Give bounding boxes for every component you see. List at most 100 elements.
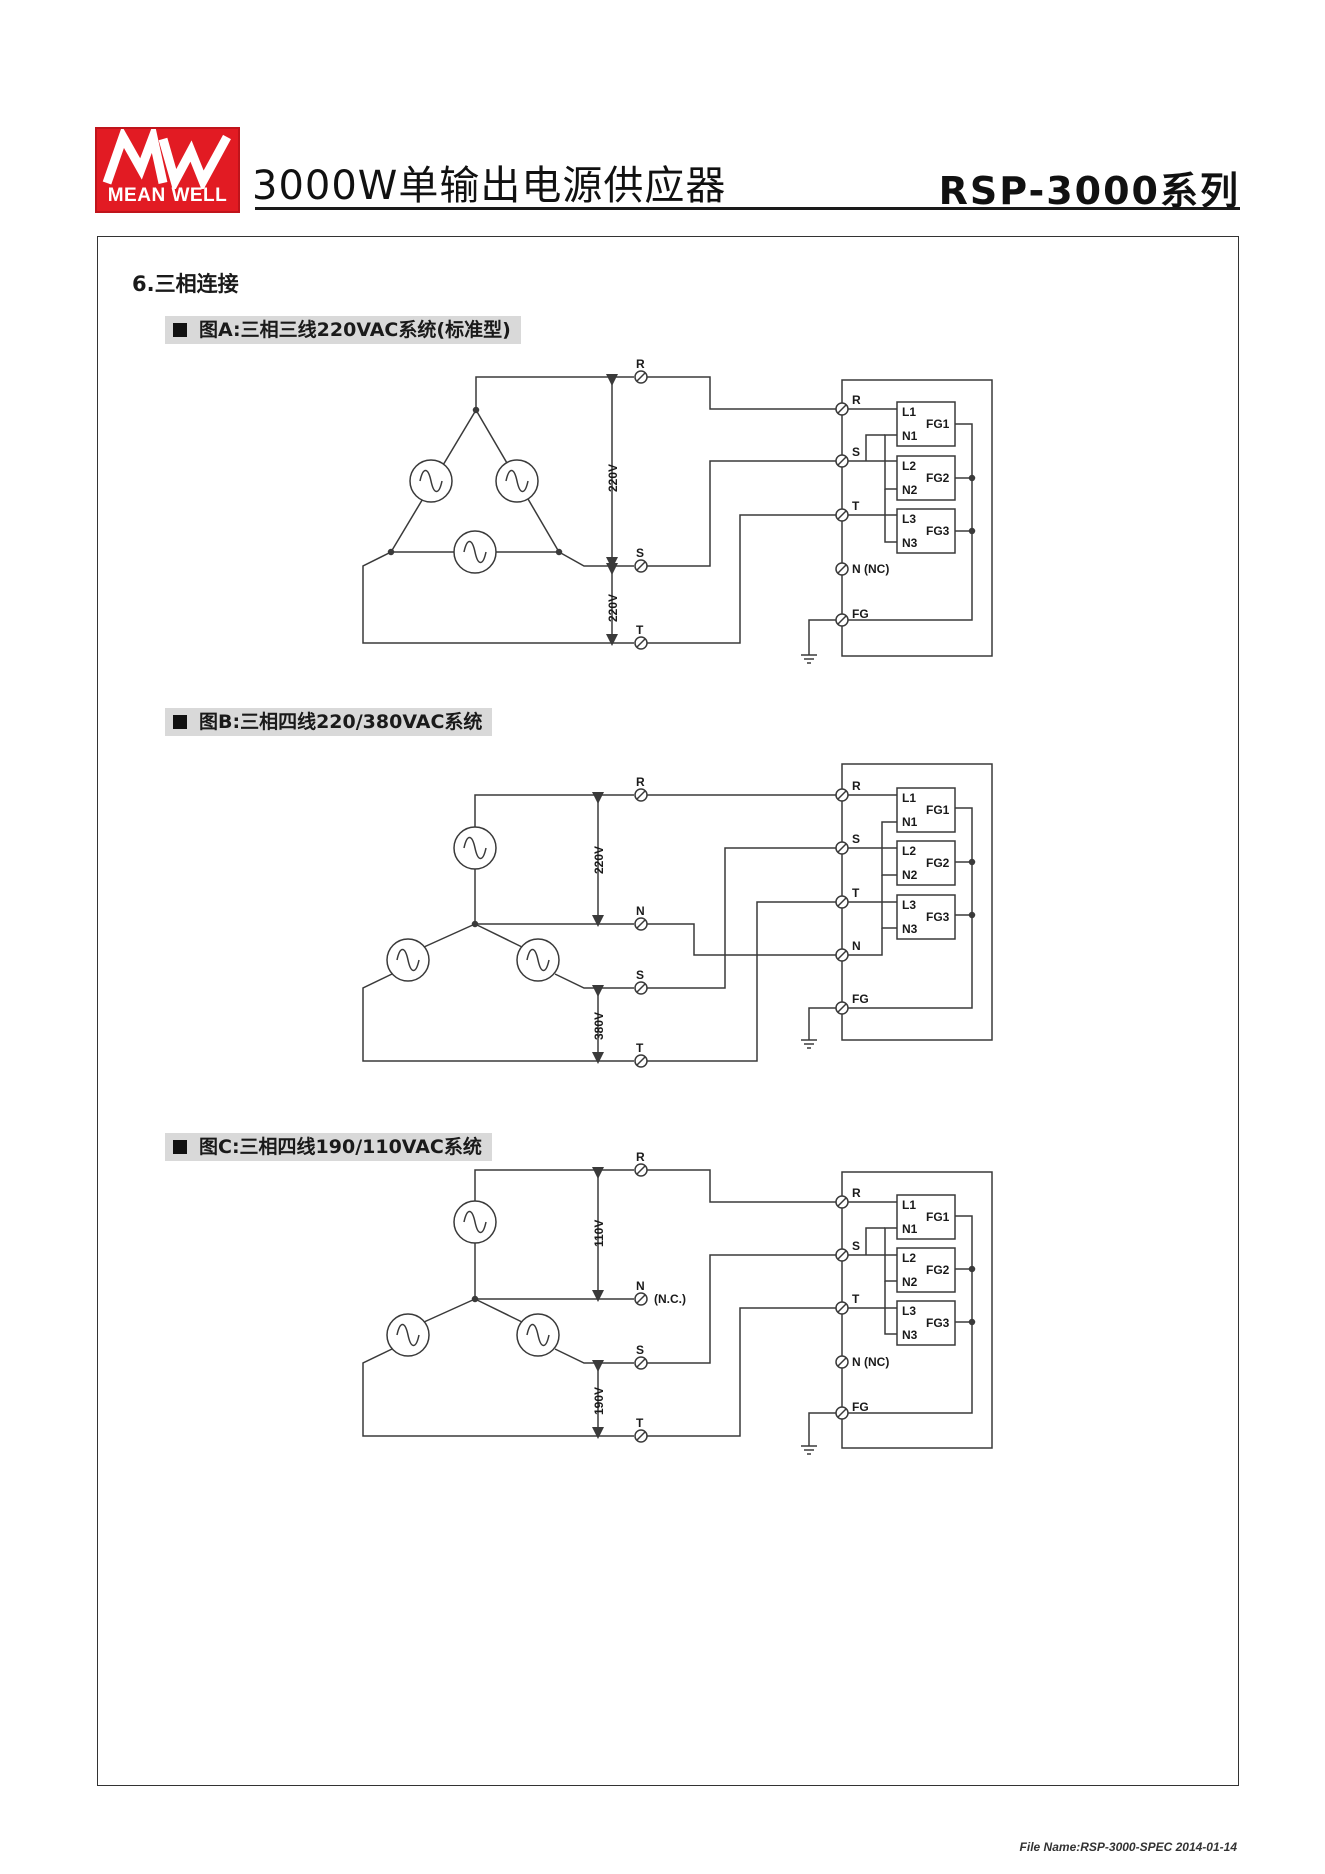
- module-pin-label: L3: [902, 898, 916, 912]
- terminal-icon: [835, 1406, 849, 1420]
- terminal-icon: [835, 1355, 849, 1369]
- line-label-n-note: (N.C.): [654, 1292, 686, 1306]
- line-label-r: R: [636, 1150, 645, 1164]
- section-title: 6.三相连接: [132, 272, 239, 296]
- module-fg-label: FG1: [926, 803, 950, 817]
- module-pin-label: L3: [902, 1304, 916, 1318]
- voltage-label: 380V: [592, 1012, 606, 1040]
- unit-terminal-label: S: [852, 832, 860, 846]
- ac-source-icon: [386, 1313, 430, 1357]
- unit-terminal-label: N (NC): [852, 562, 889, 576]
- terminal-icon: [835, 841, 849, 855]
- unit-terminal-label: FG: [852, 992, 869, 1006]
- module-pin-label: L3: [902, 512, 916, 526]
- unit-terminal-label: T: [852, 1292, 860, 1306]
- terminal-icon: [835, 562, 849, 576]
- module-fg-label: FG2: [926, 471, 950, 485]
- module-pin-label: L2: [902, 459, 916, 473]
- unit-terminal-label: R: [852, 779, 861, 793]
- bullet-square-icon: [173, 1140, 187, 1154]
- unit-terminal-label: R: [852, 1186, 861, 1200]
- content-frame: [97, 236, 1239, 1786]
- line-label-t: T: [636, 1041, 644, 1055]
- module-fg-label: FG1: [926, 1210, 950, 1224]
- unit-terminal-label: FG: [852, 1400, 869, 1414]
- module-pin-label: N1: [902, 1222, 918, 1236]
- terminal-icon: [835, 1001, 849, 1015]
- ac-source-icon: [453, 1200, 497, 1244]
- terminal-icon: [835, 454, 849, 468]
- voltage-label: 220V: [606, 594, 620, 622]
- title-rule: [255, 207, 1240, 210]
- unit-terminal-label: FG: [852, 607, 869, 621]
- ac-source-icon: [453, 826, 497, 870]
- voltage-label: 220V: [592, 846, 606, 874]
- module-fg-label: FG3: [926, 1316, 950, 1330]
- terminal-icon: [835, 895, 849, 909]
- terminal-icon: [835, 788, 849, 802]
- terminal-icon: [835, 1195, 849, 1209]
- figure-c-caption-text: 图C:三相四线190/110VAC系统: [199, 1136, 482, 1158]
- figure-c-caption: 图C:三相四线190/110VAC系统: [165, 1133, 492, 1161]
- figure-c-diagram: [362, 1163, 993, 1455]
- module-pin-label: N3: [902, 536, 918, 550]
- figure-b-caption-text: 图B:三相四线220/380VAC系统: [199, 711, 483, 733]
- terminal-icon: [634, 636, 648, 650]
- figure-a-diagram: [362, 370, 993, 664]
- line-label-t: T: [636, 623, 644, 637]
- terminal-icon: [634, 1163, 648, 1177]
- module-fg-label: FG3: [926, 524, 950, 538]
- logo-text: MEAN WELL: [107, 185, 228, 206]
- ground-icon: [800, 644, 818, 664]
- module-pin-label: N3: [902, 1328, 918, 1342]
- figure-a-caption-text: 图A:三相三线220VAC系统(标准型): [199, 319, 511, 341]
- module-pin-label: N1: [902, 429, 918, 443]
- module-fg-label: FG2: [926, 856, 950, 870]
- line-label-s: S: [636, 968, 644, 982]
- figure-a-caption: 图A:三相三线220VAC系统(标准型): [165, 316, 521, 344]
- terminal-icon: [835, 1301, 849, 1315]
- line-label-n: N: [636, 904, 645, 918]
- series-name: RSP-3000系列: [938, 169, 1240, 213]
- voltage-label: 220V: [606, 464, 620, 492]
- bullet-square-icon: [173, 715, 187, 729]
- terminal-icon: [634, 1356, 648, 1370]
- module-pin-label: L2: [902, 844, 916, 858]
- terminal-icon: [634, 1429, 648, 1443]
- terminal-icon: [835, 508, 849, 522]
- module-pin-label: N2: [902, 868, 918, 882]
- line-label-s: S: [636, 546, 644, 560]
- terminal-icon: [634, 370, 648, 384]
- ground-icon: [800, 1435, 818, 1455]
- footer-file-name: File Name:RSP-3000-SPEC 2014-01-14: [1019, 1840, 1237, 1854]
- mw-logo-mark-icon: [102, 129, 231, 189]
- line-label-r: R: [636, 775, 645, 789]
- unit-terminal-label: S: [852, 1239, 860, 1253]
- unit-terminal-label: S: [852, 445, 860, 459]
- terminal-icon: [634, 981, 648, 995]
- unit-terminal-label: N (NC): [852, 1355, 889, 1369]
- ac-source-icon: [516, 938, 560, 982]
- module-pin-label: N1: [902, 815, 918, 829]
- module-pin-label: L1: [902, 791, 916, 805]
- module-fg-label: FG3: [926, 910, 950, 924]
- mean-well-logo: MEAN WELL: [95, 127, 240, 213]
- unit-terminal-label: N: [852, 939, 861, 953]
- terminal-icon: [634, 1292, 648, 1306]
- voltage-label: 190V: [592, 1387, 606, 1415]
- ac-source-icon: [516, 1313, 560, 1357]
- bullet-square-icon: [173, 323, 187, 337]
- ac-source-icon: [409, 459, 453, 503]
- voltage-label: 110V: [592, 1220, 606, 1247]
- module-pin-label: N2: [902, 1275, 918, 1289]
- ac-source-icon: [386, 938, 430, 982]
- line-label-r: R: [636, 357, 645, 371]
- ac-source-icon: [495, 459, 539, 503]
- unit-terminal-label: R: [852, 393, 861, 407]
- module-pin-label: L2: [902, 1251, 916, 1265]
- figure-b-diagram: [362, 763, 993, 1068]
- terminal-icon: [835, 402, 849, 416]
- terminal-icon: [835, 613, 849, 627]
- ground-icon: [800, 1029, 818, 1049]
